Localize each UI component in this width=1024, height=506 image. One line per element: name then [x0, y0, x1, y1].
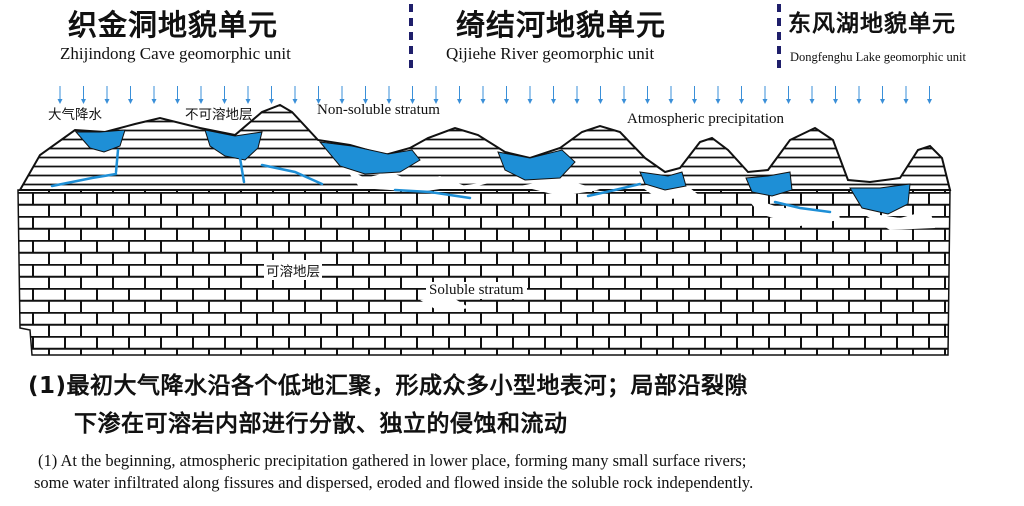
- rain-arrow-head: [598, 99, 603, 104]
- label-soluble-cn: 可溶地层: [264, 260, 322, 280]
- rain-arrow-head: [339, 99, 345, 104]
- fissure-flows: [50, 148, 832, 214]
- label-nonsoluble-cn: 不可溶地层: [185, 107, 253, 123]
- fissure-flow: [586, 182, 642, 198]
- water-pool: [204, 129, 263, 161]
- label-precipitation-en: Atmospheric precipitation: [627, 111, 785, 127]
- rain-arrow-head: [715, 99, 721, 104]
- weathered-patches: [345, 168, 935, 312]
- unit-subtitle-dongfenghu: Dongfenghu Lake geomorphic unit: [790, 50, 966, 64]
- rain-arrow-head: [527, 99, 533, 104]
- rain-arrow-head: [175, 99, 180, 104]
- rain-arrow-head: [81, 99, 86, 104]
- surface-water: [74, 129, 911, 215]
- rain-arrow-head: [222, 99, 227, 104]
- rain-arrow-head: [198, 99, 204, 104]
- rain-arrow-head: [903, 99, 909, 104]
- unit-title-zhijindong: 织金洞地貌单元: [68, 8, 279, 42]
- fissure-flow: [393, 188, 472, 200]
- rain-arrow-head: [104, 99, 110, 104]
- rain-arrow-head: [410, 99, 415, 104]
- rain-arrow-head: [433, 99, 439, 104]
- fissure-flow: [260, 163, 324, 186]
- unit-subtitle-zhijindong: Zhijindong Cave geomorphic unit: [60, 44, 291, 63]
- rain-arrow-head: [551, 99, 556, 104]
- rain-arrow-head: [668, 99, 674, 104]
- unit-title-dongfenghu: 东风湖地貌单元: [788, 11, 956, 37]
- caption-cn-line2: 下渗在可溶岩内部进行分散、独立的侵蚀和流动: [74, 411, 568, 437]
- fissure-flow: [114, 148, 120, 174]
- unit-title-qijiehe: 绮结河地貌单元: [456, 8, 667, 42]
- water-pool: [74, 129, 126, 153]
- fissure-flow: [50, 172, 118, 188]
- fissure-flow: [773, 200, 832, 214]
- label-soluble-en: Soluble stratum: [426, 282, 527, 299]
- rain-arrow-head: [292, 99, 298, 104]
- rain-arrow-head: [269, 99, 274, 104]
- label-nonsoluble-en: Non-soluble stratum: [317, 102, 440, 118]
- rain-arrow-head: [363, 99, 368, 104]
- non-soluble-stratum: [18, 103, 952, 191]
- rain-arrow-head: [128, 99, 133, 104]
- rain-arrow-head: [880, 99, 885, 104]
- rain-arrow-head: [457, 99, 462, 104]
- rain-arrow-head: [57, 99, 63, 104]
- water-pool: [318, 141, 421, 175]
- label-precipitation-cn: 大气降水: [48, 107, 102, 123]
- rain-arrow-head: [316, 99, 321, 104]
- rain-arrow-head: [480, 99, 486, 104]
- rain-arrow-head: [786, 99, 791, 104]
- caption-en-line1: (1) At the beginning, atmospheric precip…: [38, 451, 747, 470]
- water-pool: [745, 171, 793, 197]
- water-pool: [849, 183, 911, 215]
- rain-arrow-head: [645, 99, 650, 104]
- rain-arrow-head: [762, 99, 768, 104]
- water-pool: [497, 149, 576, 181]
- rain-arrow-head: [386, 99, 392, 104]
- caption-cn-line1: (1)最初大气降水沿各个低地汇聚，形成众多小型地表河；局部沿裂隙: [28, 373, 749, 399]
- unit-subtitle-qijiehe: Qijiehe River geomorphic unit: [446, 44, 655, 63]
- rain-arrow-head: [927, 99, 932, 104]
- rain-arrow-head: [692, 99, 697, 104]
- caption-en-line2: some water infiltrated along fissures an…: [34, 473, 754, 492]
- fissure-flow: [238, 156, 246, 184]
- rain-arrow-head: [504, 99, 509, 104]
- rain-arrow-head: [151, 99, 157, 104]
- rain-arrow-head: [856, 99, 862, 104]
- rain-arrow-head: [809, 99, 815, 104]
- rain-arrows: [57, 86, 932, 104]
- rain-arrow-head: [621, 99, 627, 104]
- rain-arrow-head: [574, 99, 580, 104]
- rain-arrow-head: [245, 99, 251, 104]
- unit-dividers: [409, 4, 781, 72]
- rain-arrow-head: [833, 99, 838, 104]
- rain-arrow-head: [739, 99, 744, 104]
- water-pool: [639, 171, 687, 191]
